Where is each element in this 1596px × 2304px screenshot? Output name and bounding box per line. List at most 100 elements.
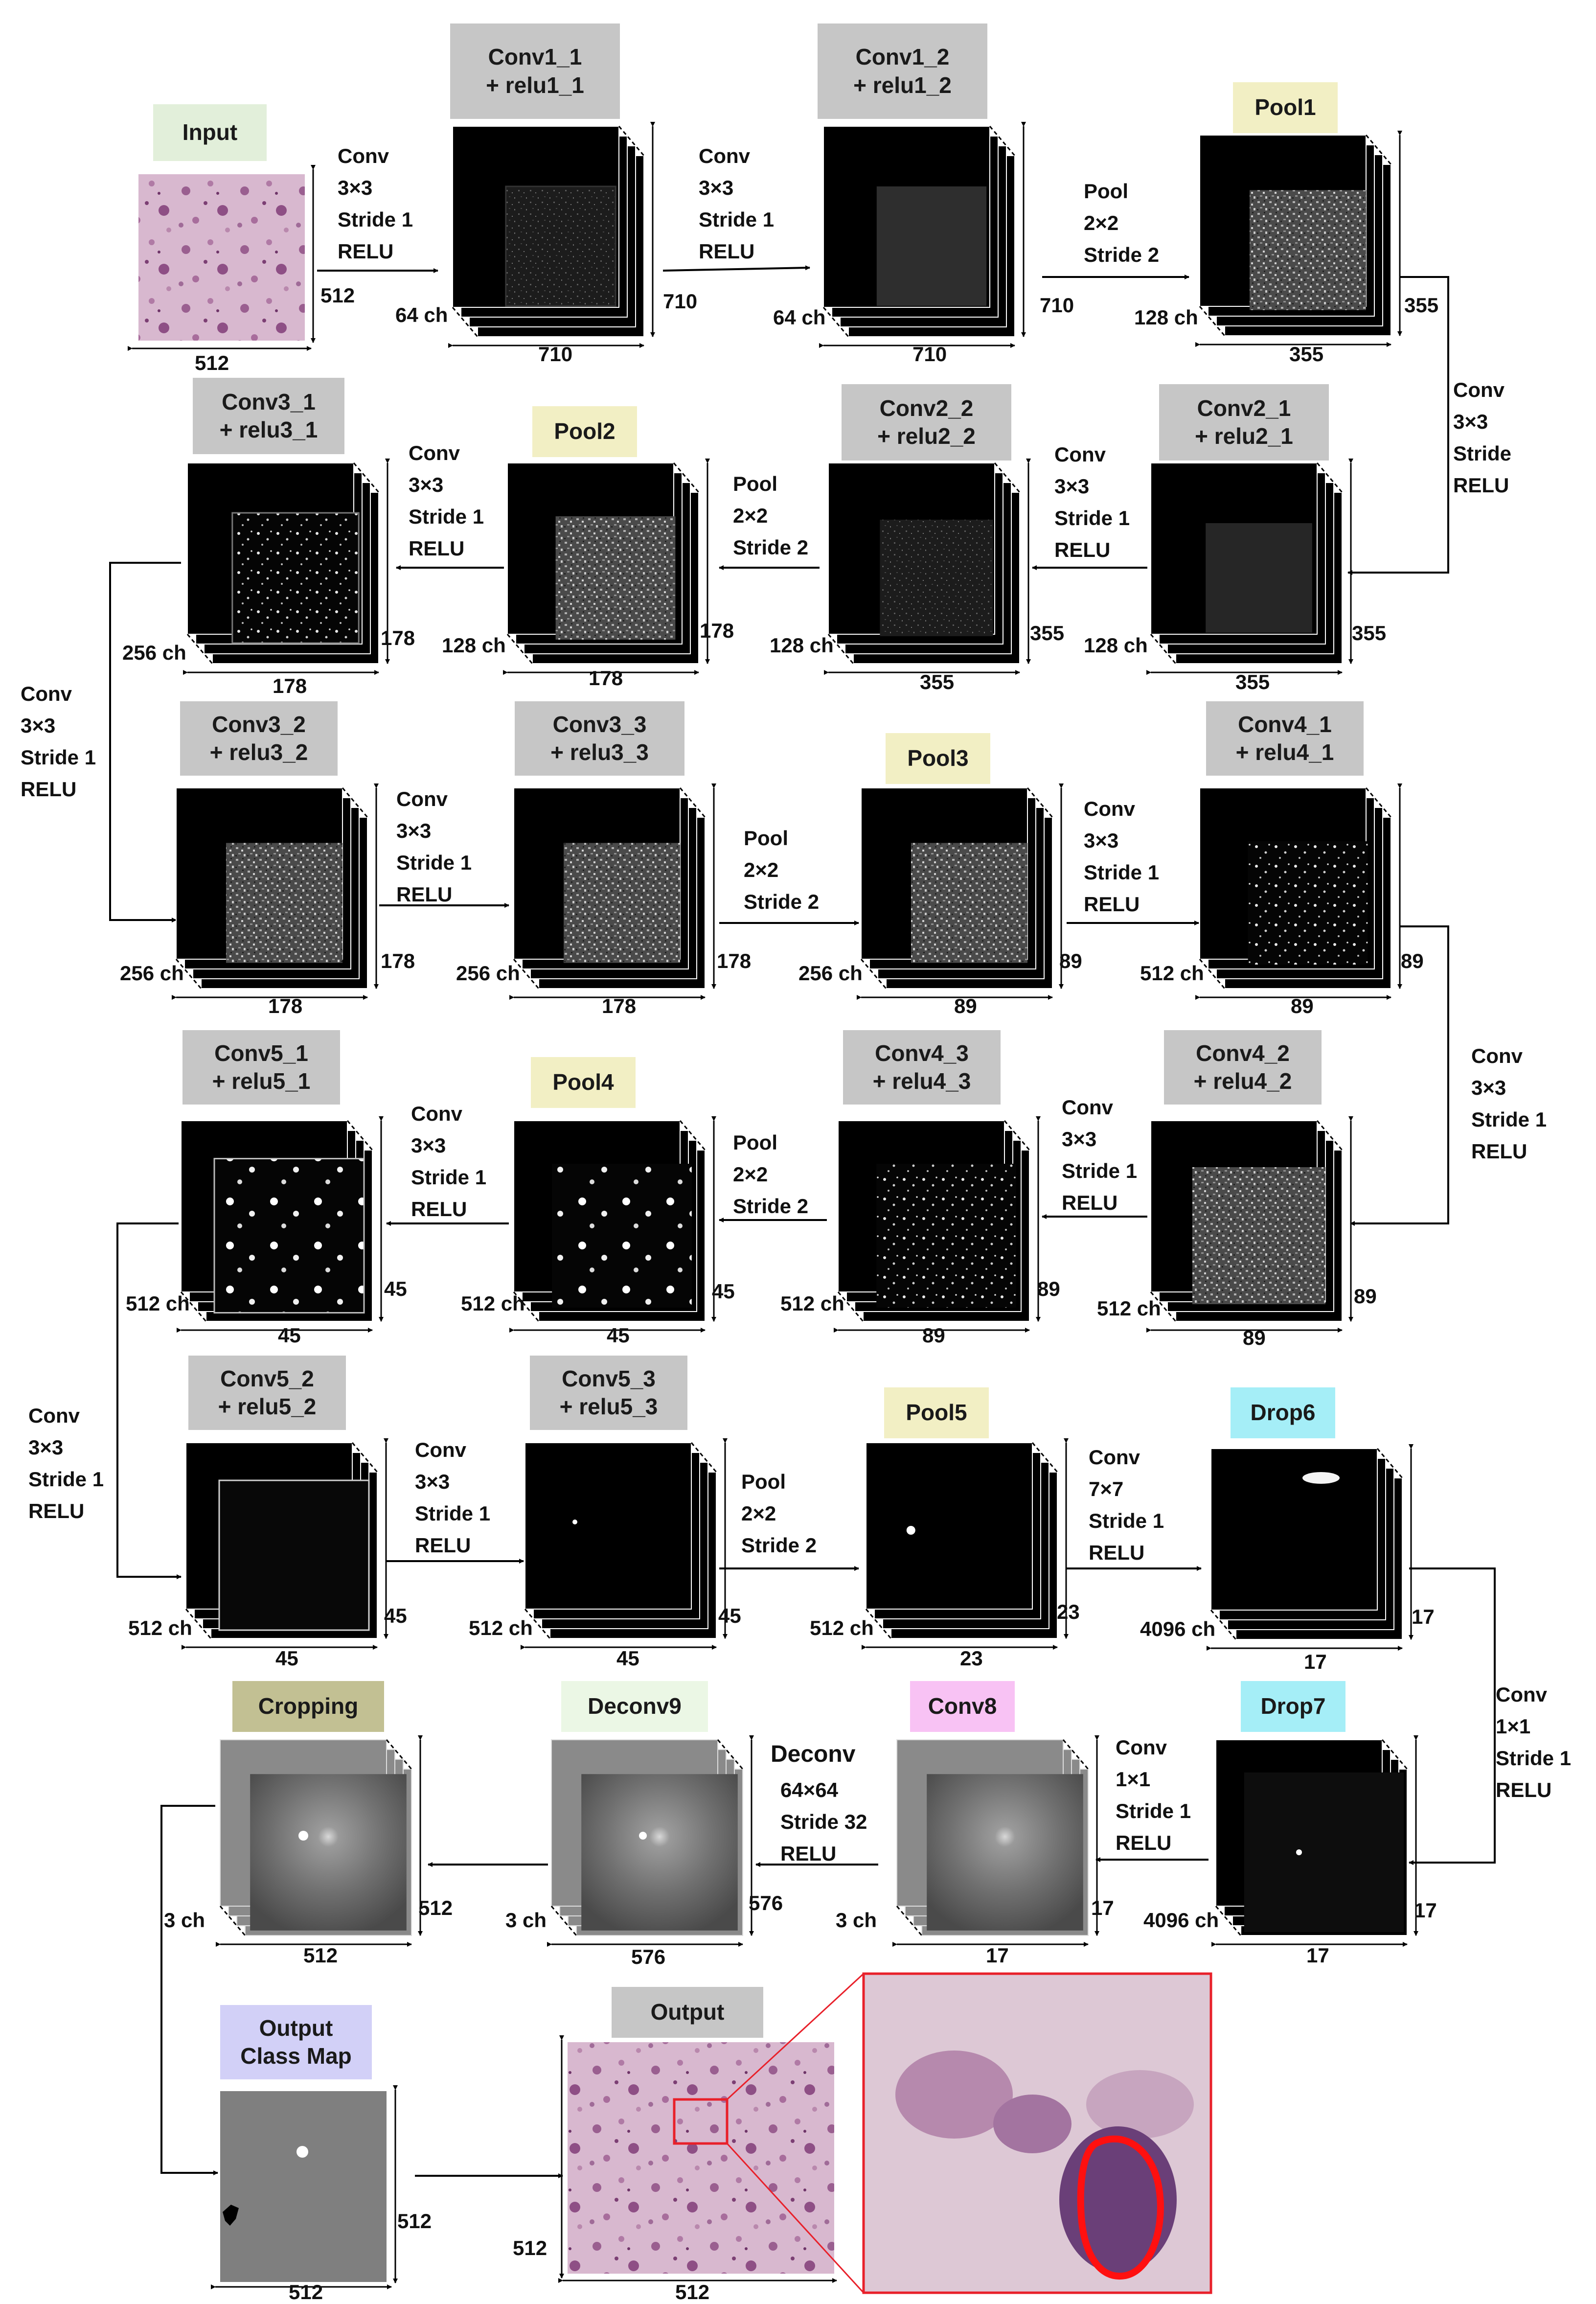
- conv8-channels: 3 ch: [836, 1909, 877, 1932]
- class-map-detection: [296, 2146, 308, 2158]
- conv3_1-label: Conv3_1 + relu3_1: [193, 378, 344, 454]
- drop6-map-feature-map: [1269, 1510, 1369, 1607]
- drop6-height-value: 17: [1412, 1605, 1435, 1628]
- pool1-width-value: 355: [1289, 343, 1324, 366]
- arrow-conv5_1-conv5_2: [116, 1222, 182, 1579]
- conv1_1-channels: 64 ch: [395, 303, 448, 326]
- conv8-height-value: 17: [1091, 1896, 1114, 1919]
- output-label: Output: [612, 1987, 763, 2038]
- deconv9-label: Deconv9: [561, 1681, 708, 1732]
- class-map-edge-blob: [223, 2205, 239, 2226]
- conv4_1-width-value: 89: [1291, 994, 1314, 1017]
- conv4_3-channels: 512 ch: [780, 1292, 844, 1315]
- conv3_2-map-feature-map: [226, 843, 342, 963]
- pool5-height-value: 23: [1057, 1600, 1080, 1623]
- conv5_1-width-value: 45: [278, 1324, 301, 1347]
- pool4-channels: 512 ch: [461, 1292, 525, 1315]
- drop7-height-value: 17: [1414, 1899, 1437, 1922]
- drop6-width-value: 17: [1304, 1650, 1327, 1673]
- conv4_1-channels: 512 ch: [1140, 962, 1204, 985]
- arrow-drop6-drop7: [1409, 1567, 1496, 1865]
- conv3_2-width-value: 178: [268, 994, 303, 1017]
- cropping-channels: 3 ch: [164, 1909, 205, 1932]
- op-conv5_3-pool5: Pool 2×2 Stride 2: [741, 1470, 817, 1557]
- conv8-width-value: 17: [986, 1944, 1009, 1967]
- conv1_1-height-value: 710: [663, 290, 698, 313]
- conv4_2-map-feature-map: [1192, 1167, 1325, 1304]
- conv3_2-label: Conv3_2 + relu3_2: [180, 701, 338, 776]
- pool2-height-value: 178: [700, 619, 734, 642]
- drop7-map-feature-map: [1244, 1772, 1404, 1933]
- conv3_1-map-feature-map: [231, 512, 360, 644]
- conv3_3-channels: 256 ch: [456, 962, 520, 985]
- conv4_1-map-feature-map: [1248, 841, 1368, 965]
- output-width-value: 512: [675, 2281, 710, 2304]
- conv5_1-height-value: 45: [384, 1277, 407, 1300]
- output-class-map-image: [220, 2091, 387, 2282]
- conv3_2-height-value: 178: [381, 949, 415, 972]
- conv5_1-map-feature-map: [213, 1158, 365, 1313]
- zoomed-tissue-blob: [895, 2051, 1013, 2139]
- deconv9-map-activation: [639, 1832, 647, 1840]
- pool3-map-feature-map: [911, 843, 1027, 963]
- input-image: [138, 174, 305, 341]
- conv2_1-channels: 128 ch: [1084, 634, 1148, 657]
- conv3_1-width-value: 178: [273, 674, 307, 697]
- conv5_3-map-slice: [524, 1442, 692, 1610]
- op-conv2_1-conv2_2: Conv 3×3 Stride 1 RELU: [1054, 443, 1130, 562]
- input-height-value: 512: [320, 284, 355, 307]
- conv8-label: Conv8: [910, 1681, 1015, 1732]
- op-pool2-conv3_1: Conv 3×3 Stride 1 RELU: [409, 441, 484, 560]
- op-conv8-deconv9-title: Deconv: [771, 1741, 856, 1767]
- pool5-label: Pool5: [884, 1387, 989, 1438]
- conv2_2-label: Conv2_2 + relu2_2: [842, 384, 1011, 461]
- input-label: Input: [153, 104, 267, 161]
- class-map-height-value: 512: [397, 2210, 432, 2233]
- pool1-height-value: 355: [1404, 294, 1439, 317]
- cropping-height-value: 512: [418, 1896, 453, 1919]
- op-input-conv1_1: Conv 3×3 Stride 1 RELU: [338, 144, 413, 263]
- conv5_2-channels: 512 ch: [128, 1616, 192, 1639]
- deconv9-height-value: 576: [749, 1891, 783, 1914]
- op-drop7-conv8: Conv 1×1 Stride 1 RELU: [1116, 1736, 1191, 1855]
- conv2_1-height-value: 355: [1352, 622, 1387, 645]
- op-drop6-drop7: Conv 1×1 Stride 1 RELU: [1496, 1683, 1572, 1802]
- conv5_3-height-value: 45: [718, 1604, 741, 1627]
- pool4-width-value: 45: [607, 1324, 630, 1347]
- conv1_1-map-feature-map: [505, 185, 616, 307]
- conv3_1-channels: 256 ch: [122, 641, 186, 664]
- conv2_1-label: Conv2_1 + relu2_1: [1159, 384, 1329, 461]
- pool3-channels: 256 ch: [798, 962, 863, 985]
- conv4_3-map-feature-map: [876, 1164, 1016, 1308]
- arrow-cropping-classmap: [160, 1805, 218, 2175]
- pool1-channels: 128 ch: [1134, 306, 1198, 329]
- arrow-pool1-conv2_1: [1347, 276, 1449, 575]
- conv5_2-width-value: 45: [275, 1647, 298, 1670]
- conv5_2-height-value: 45: [384, 1604, 407, 1627]
- arrow-conv4_1-conv4_2: [1350, 925, 1449, 1226]
- drop7-label: Drop7: [1241, 1681, 1345, 1732]
- pool5-map-slice: [866, 1442, 1033, 1610]
- conv5_2-map-feature-map: [218, 1479, 370, 1631]
- op-conv5_2-conv5_3: Conv 3×3 Stride 1 RELU: [415, 1438, 491, 1557]
- conv4_3-height-value: 89: [1037, 1277, 1060, 1300]
- conv5_3-channels: 512 ch: [469, 1616, 533, 1639]
- pool5-map-activation: [906, 1526, 915, 1535]
- conv2_2-height-value: 355: [1030, 622, 1065, 645]
- op-conv3_1-conv3_2: Conv 3×3 Stride 1 RELU: [21, 682, 96, 801]
- zoom-line-bottom: [726, 2143, 865, 2294]
- pool1-map-feature-map: [1250, 190, 1366, 310]
- pool4-label: Pool4: [531, 1057, 636, 1108]
- op-conv3_2-conv3_3: Conv 3×3 Stride 1 RELU: [396, 787, 472, 906]
- op-conv1_2-pool1: Pool 2×2 Stride 2: [1084, 180, 1160, 267]
- conv3_3-height-value: 178: [717, 949, 752, 972]
- pool5-width-value: 23: [960, 1647, 983, 1670]
- zoomed-cell-contour: [1077, 2135, 1164, 2280]
- drop7-map-activation: [1296, 1849, 1302, 1855]
- conv3_1-height-value: 178: [381, 626, 415, 649]
- conv4_2-label: Conv4_2 + relu4_2: [1164, 1030, 1322, 1105]
- conv2_1-width-value: 355: [1235, 670, 1270, 693]
- conv1_2-map-feature-map: [876, 186, 987, 306]
- zoom-line-top: [726, 1973, 865, 2100]
- drop6-channels: 4096 ch: [1140, 1617, 1216, 1640]
